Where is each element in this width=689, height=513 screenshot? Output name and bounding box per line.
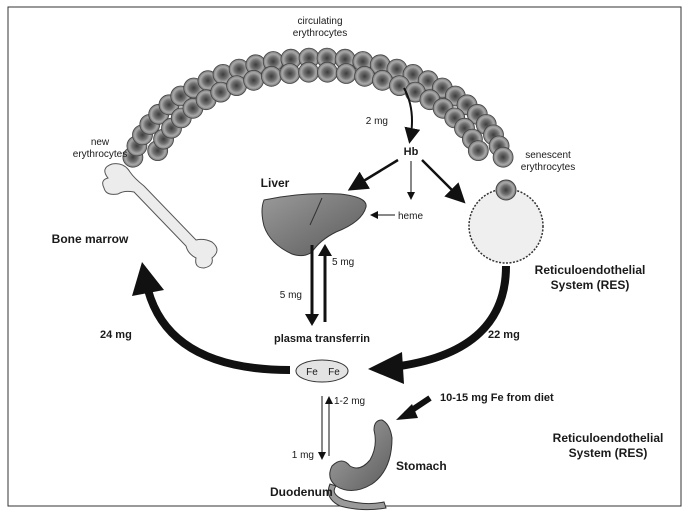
arrowhead-liver-up	[318, 244, 332, 256]
label-5mg-left: 5 mg	[280, 290, 302, 301]
label-erythrocytes-top: erythrocytes	[293, 28, 347, 39]
label-liver: Liver	[261, 176, 290, 190]
label-res-side-2: System (RES)	[569, 446, 648, 460]
erythrocyte	[336, 64, 356, 84]
label-senescent: senescent	[525, 150, 571, 161]
senescent-cell-in-res	[496, 180, 516, 200]
arrowhead-res-to-fe	[368, 352, 404, 384]
stomach-shape	[330, 420, 392, 491]
arrow-hb-res	[422, 160, 462, 200]
arrowhead-liver-down	[305, 314, 319, 326]
label-1mg: 1 mg	[292, 450, 314, 461]
label-res-side-1: Reticuloendothelial	[553, 431, 664, 445]
label-fe-2: Fe	[328, 367, 340, 378]
erythrocyte	[244, 70, 264, 90]
arrowhead-fe-to-bone	[132, 262, 164, 296]
arrow-res-to-fe	[400, 266, 506, 366]
label-bone-marrow: Bone marrow	[52, 232, 129, 246]
erythrocyte	[280, 64, 300, 84]
label-1-2mg: 1-2 mg	[334, 396, 365, 407]
erythrocyte	[493, 147, 513, 167]
fe-pool	[296, 360, 348, 382]
erythrocyte	[468, 141, 488, 161]
label-senescent-erythrocytes: erythrocytes	[521, 162, 575, 173]
label-fe-1: Fe	[306, 367, 318, 378]
label-22mg: 22 mg	[488, 329, 520, 341]
label-res-main-2: System (RES)	[551, 278, 630, 292]
label-stomach: Stomach	[396, 459, 447, 473]
erythrocyte	[355, 66, 375, 86]
label-24mg: 24 mg	[100, 329, 132, 341]
label-new: new	[91, 137, 110, 148]
arrow-fe-to-bone	[148, 290, 290, 370]
label-hb: Hb	[404, 146, 419, 158]
label-new-erythrocytes: erythrocytes	[73, 149, 127, 160]
label-circulating: circulating	[297, 16, 342, 27]
label-duodenum: Duodenum	[270, 485, 333, 499]
label-res-main-1: Reticuloendothelial	[535, 263, 646, 277]
label-2mg: 2 mg	[366, 116, 388, 127]
bone-shape	[103, 164, 217, 268]
erythrocyte	[261, 66, 281, 86]
erythrocyte	[299, 62, 319, 82]
label-heme: heme	[398, 211, 423, 222]
circulating-erythrocytes-chain	[123, 48, 513, 167]
label-5mg-right: 5 mg	[332, 257, 354, 268]
liver-shape	[262, 194, 366, 256]
erythrocyte	[317, 62, 337, 82]
label-diet: 10-15 mg Fe from diet	[440, 392, 554, 404]
arrow-hb-liver	[352, 160, 398, 188]
label-plasma-transferrin: plasma transferrin	[274, 333, 370, 345]
